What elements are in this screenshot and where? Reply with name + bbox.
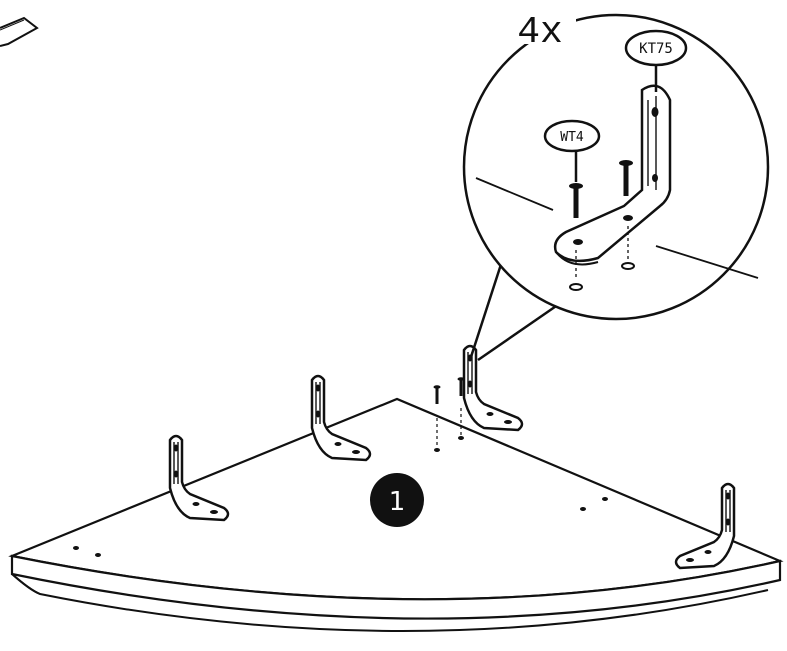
hole-marker [602, 497, 608, 501]
quantity-text: 4x [517, 11, 563, 54]
kt75-label: KT75 [624, 29, 688, 67]
callout-lines [468, 251, 563, 362]
bracket-back-right [462, 344, 524, 432]
step-number: 1 [389, 487, 406, 517]
hole-marker [95, 553, 101, 557]
step-badge: 1 [370, 473, 424, 527]
small-screws [433, 377, 465, 452]
hole-marker [458, 436, 464, 440]
wt4-screws-detail [569, 160, 635, 291]
screw-code-text: WT4 [560, 130, 584, 145]
bracket-code-text: KT75 [639, 41, 673, 57]
side-panel-edge [0, 16, 39, 47]
detail-magnifier: KT75 WT4 [462, 13, 770, 321]
hole-marker [73, 546, 79, 550]
kt75-bracket-detail [553, 84, 672, 266]
hole-marker [580, 507, 586, 511]
quantity-callout: 4x [504, 8, 576, 54]
hole-marker [434, 448, 440, 452]
wt4-label: WT4 [543, 119, 601, 153]
